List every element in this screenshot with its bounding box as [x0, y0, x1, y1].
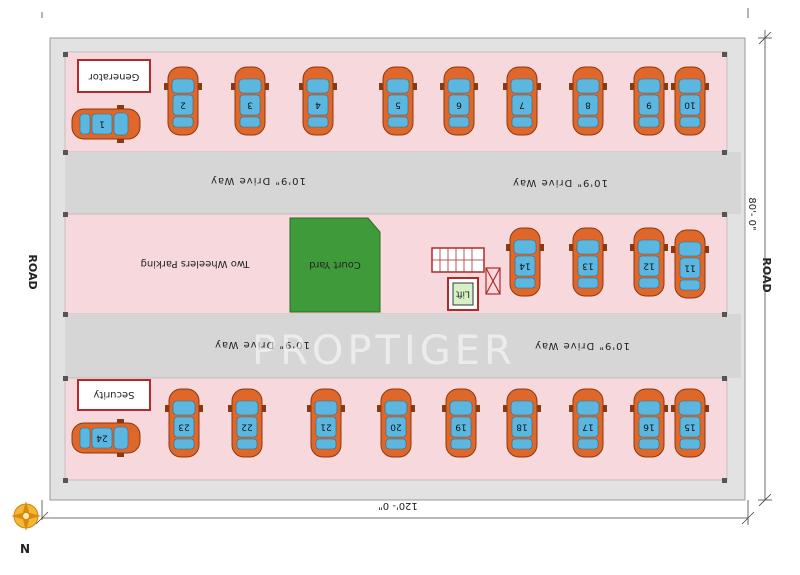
parking-car: 20	[377, 388, 415, 458]
parking-slot-number: 13	[582, 261, 593, 271]
parking-slot-number: 11	[684, 263, 695, 273]
generator-label: Generator	[88, 71, 140, 82]
driveway-label-bottom-left: 10'9" Drive Way	[214, 339, 310, 350]
dimension-depth-line	[758, 30, 772, 507]
lift-label: Lift	[456, 289, 471, 299]
court-yard	[289, 217, 381, 313]
parking-car: 5	[379, 66, 417, 136]
parking-slot-number: 8	[585, 100, 591, 110]
security-room	[77, 379, 151, 411]
parking-slot-number: 5	[395, 100, 401, 110]
parking-car: 9	[630, 66, 668, 136]
parking-slot-number: 16	[643, 422, 655, 432]
structural-columns	[63, 52, 727, 483]
parking-slot-number: 3	[247, 100, 253, 110]
parking-car: 23	[165, 388, 203, 458]
parking-car: 8	[569, 66, 607, 136]
parking-slot-number: 7	[519, 100, 525, 110]
parking-car: 4	[299, 66, 337, 136]
parking-car: 11	[671, 229, 709, 299]
parking-car: 16	[630, 388, 668, 458]
parking-car: 21	[307, 388, 345, 458]
parking-slot-number: 23	[178, 422, 189, 432]
compass-label: N	[20, 542, 30, 556]
parking-car: 1	[71, 105, 141, 143]
driveway-bottom	[65, 314, 741, 378]
parking-car: 17	[569, 388, 607, 458]
parking-slot-number: 14	[519, 261, 531, 271]
parking-slot-number: 12	[643, 261, 654, 271]
two-wheelers-label: Two Wheelers Parking	[141, 258, 251, 269]
parking-slot-number: 17	[582, 422, 593, 432]
road-label-right: ROAD	[760, 257, 773, 292]
driveway-label-bottom-right: 10'9" Drive Way	[534, 340, 630, 351]
parking-car: 19	[442, 388, 480, 458]
road-label-left: ROAD	[26, 254, 39, 289]
parking-car: 7	[503, 66, 541, 136]
parking-slot-number: 24	[96, 433, 108, 443]
parking-car: 22	[228, 388, 266, 458]
compass-icon	[11, 501, 41, 531]
parking-slot-number: 4	[315, 100, 321, 110]
driveway-top	[65, 152, 741, 214]
parking-slot-number: 10	[684, 100, 696, 110]
parking-slot-number: 22	[241, 422, 252, 432]
lift-shaft-marker	[485, 267, 501, 295]
dimension-depth: 80'- 0"	[746, 197, 757, 230]
parking-car: 18	[503, 388, 541, 458]
parking-slot-number: 9	[646, 100, 652, 110]
parking-car: 6	[440, 66, 478, 136]
parking-car: 13	[569, 227, 607, 297]
parking-slot-number: 20	[390, 422, 402, 432]
dimension-width: 120'- 0"	[378, 500, 418, 511]
parking-car: 3	[231, 66, 269, 136]
parking-car: 15	[671, 388, 709, 458]
parking-car: 2	[164, 66, 202, 136]
watermark: PROPTIGER	[252, 328, 516, 374]
parking-car: 10	[671, 66, 709, 136]
staircase	[431, 247, 485, 273]
dimension-width-line	[35, 8, 755, 525]
lift-car	[452, 282, 474, 306]
parking-slot-number: 18	[516, 422, 528, 432]
generator-room	[77, 59, 151, 93]
security-label: Security	[93, 389, 134, 400]
parking-slot-number: 6	[456, 100, 462, 110]
middle-strip	[64, 213, 728, 315]
driveway-label-top-left: 10'9" Drive Way	[210, 175, 306, 186]
parking-car: 14	[506, 227, 544, 297]
parking-slot-number: 19	[455, 422, 467, 432]
driveway-label-top-right: 10'9" Drive Way	[512, 177, 608, 188]
parking-car: 24	[71, 419, 141, 457]
parking-slot-number: 15	[684, 422, 695, 432]
parking-car: 12	[630, 227, 668, 297]
parking-slot-number: 2	[180, 100, 186, 110]
court-yard-label: Court Yard	[309, 259, 361, 270]
parking-slot-number: 21	[320, 422, 331, 432]
parking-slot-number: 1	[99, 119, 105, 129]
